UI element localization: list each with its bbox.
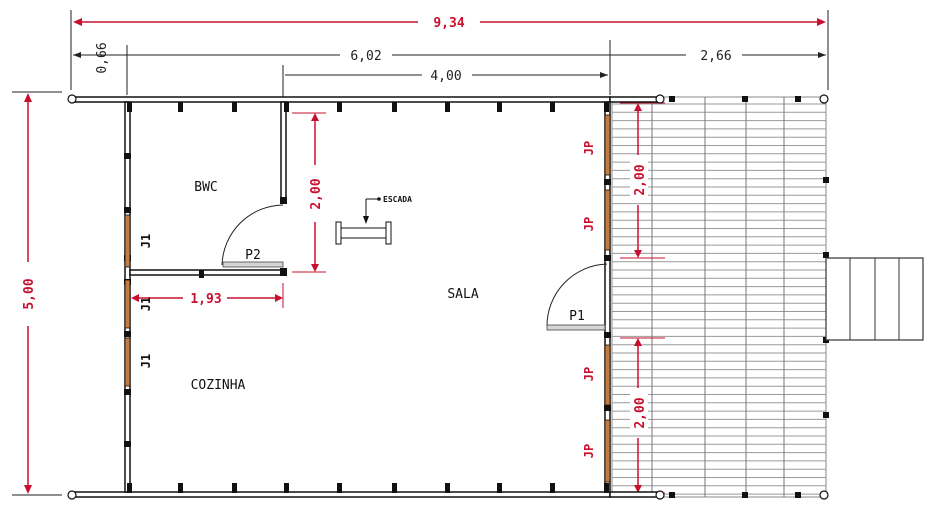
room-sala-label: SALA — [447, 287, 478, 302]
deck-post — [795, 492, 801, 498]
wall-post-bwc — [199, 270, 204, 278]
wall-post-bottom — [550, 483, 555, 493]
wall-post-left — [124, 441, 131, 447]
wall-post-bottom — [284, 483, 289, 493]
deck-upper-height-label: 2,00 — [633, 164, 648, 195]
wall-post-top — [392, 102, 397, 112]
wall-post-top — [550, 102, 555, 112]
deck-post — [823, 177, 829, 183]
wall-post-right — [604, 405, 611, 411]
wall-post-left — [124, 389, 131, 395]
wall-post-bwc — [280, 268, 287, 276]
room-bwc-label: BWC — [194, 180, 217, 195]
interior-width-label: 4,00 — [430, 69, 461, 84]
door-p1: P1 — [546, 263, 608, 331]
deck-width-label: 2,66 — [700, 49, 731, 64]
dimension-deck-lower: 2,00 — [620, 337, 665, 494]
house-width-label: 6,02 — [350, 49, 381, 64]
total-height-label: 5,00 — [22, 278, 37, 309]
dimension-deck-upper: 2,00 — [620, 102, 665, 259]
wall-post-top — [445, 102, 450, 112]
wall-post-bottom — [604, 483, 609, 493]
wall-posts — [124, 102, 611, 493]
escada-label: ESCADA — [383, 195, 412, 204]
deck-lower-height-label: 2,00 — [633, 397, 648, 428]
deck-post — [669, 492, 675, 498]
deck-post — [742, 492, 748, 498]
wall-post-left — [124, 331, 131, 337]
deck-post — [795, 96, 801, 102]
wall-post-top — [604, 102, 609, 112]
wall-post-bottom — [232, 483, 237, 493]
jp-label-1: JP — [582, 141, 596, 155]
wall-post-right — [604, 255, 611, 261]
jp-label-3: JP — [582, 367, 596, 381]
wall-post-bottom — [497, 483, 502, 493]
dimension-total-height: 5,00 — [12, 91, 62, 496]
wall-post-top — [497, 102, 502, 112]
dimension-bwc-width: 1,93 — [131, 283, 284, 308]
door-p1-label: P1 — [569, 309, 585, 324]
dimension-row-2: 0,66 6,02 2,66 — [73, 40, 826, 95]
wall-post-top — [337, 102, 342, 112]
wall-post-top — [178, 102, 183, 112]
wall-post-bottom — [127, 483, 132, 493]
wall-post-right — [604, 179, 611, 185]
total-width-label: 9,34 — [433, 16, 464, 31]
wall-post-top — [284, 102, 289, 112]
wall-post-bottom — [445, 483, 450, 493]
wall-post-top — [232, 102, 237, 112]
wall-post-bottom — [337, 483, 342, 493]
stair-symbol: ESCADA — [335, 195, 412, 245]
wall-post-left — [124, 207, 131, 213]
wall-post-left — [124, 153, 131, 159]
wall-post-top — [127, 102, 132, 112]
windows-jp: JP JP JP JP — [582, 114, 611, 483]
j1-label-3: J1 — [139, 354, 153, 368]
deck-post — [669, 96, 675, 102]
dimension-bwc-height: 2,00 — [292, 112, 326, 273]
windows-j1: J1 J1 J1 — [124, 214, 153, 387]
dimension-total-width: 9,34 — [70, 10, 829, 90]
deck — [611, 96, 829, 498]
wall-post-right — [604, 332, 611, 338]
wall-post-bottom — [392, 483, 397, 493]
door-p2: P2 — [221, 204, 284, 268]
jp-label-4: JP — [582, 444, 596, 458]
bwc-width-label: 1,93 — [190, 292, 221, 307]
wall-post-bwc — [280, 197, 287, 204]
deck-post — [823, 252, 829, 258]
bwc-height-label: 2,00 — [309, 178, 324, 209]
deck-post — [823, 412, 829, 418]
j1-label-1: J1 — [139, 234, 153, 248]
jp-label-2: JP — [582, 217, 596, 231]
deck-post — [742, 96, 748, 102]
wall-post-bottom — [178, 483, 183, 493]
j1-label-2: J1 — [139, 297, 153, 311]
deck-stairs — [825, 257, 924, 341]
left-offset-label: 0,66 — [95, 42, 110, 73]
door-p2-label: P2 — [245, 248, 261, 263]
room-cozinha-label: COZINHA — [191, 378, 246, 393]
